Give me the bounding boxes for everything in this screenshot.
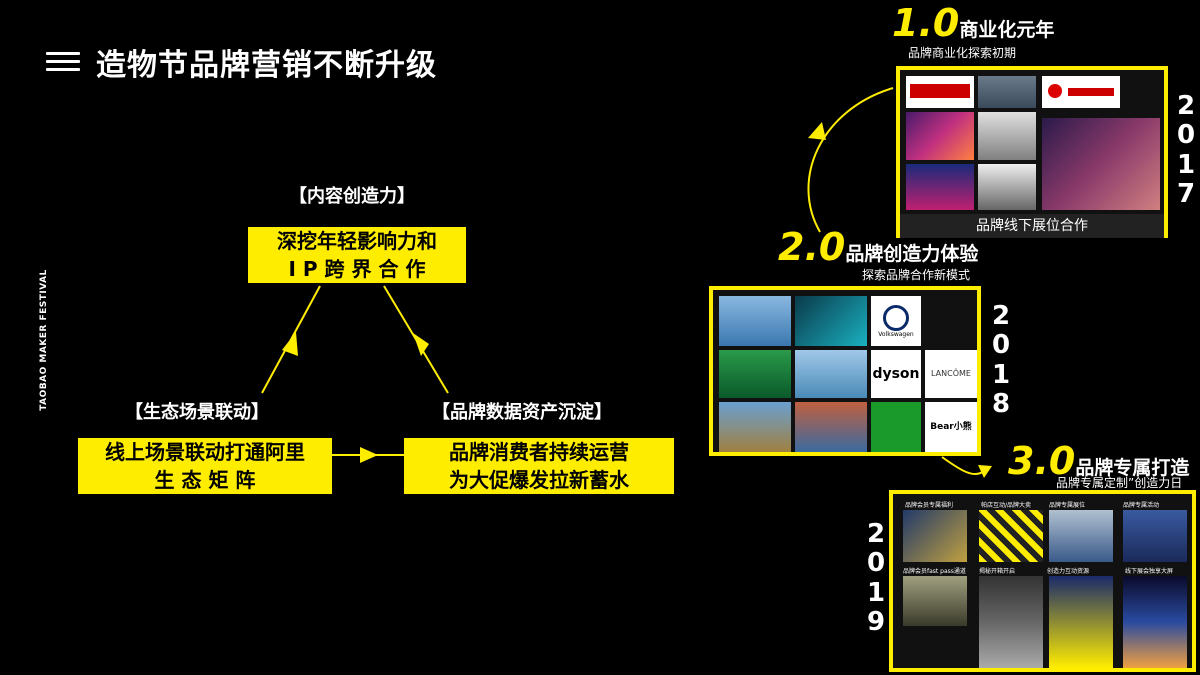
year-2019-digit-1: 2 <box>866 519 886 549</box>
tile-caption-3: 品牌专属展位 <box>1049 502 1086 509</box>
photo-thumb-1 <box>978 76 1036 108</box>
year-2018-digit-4: 8 <box>991 389 1011 420</box>
timeline-arrowhead-1 <box>808 122 826 140</box>
photo-thumb-12 <box>795 402 867 452</box>
photo-thumb-11 <box>719 402 791 452</box>
photo-thumb-8 <box>795 296 867 346</box>
year-2019-digit-3: 1 <box>866 577 886 608</box>
photo-thumb-5 <box>906 164 974 210</box>
era-1-subtitle: 品牌商业化探索初期 <box>908 46 1017 60</box>
era-3-subtitle: 品牌专属定制”创造力日 <box>1056 476 1183 490</box>
year-2019: 2 0 1 9 <box>862 519 890 638</box>
year-2018-digit-2: 0 <box>991 330 1011 361</box>
tile-caption-7: 创造力互动资源 <box>1047 568 1090 575</box>
content-creativity-line1: 深挖年轻影响力和 <box>277 229 437 253</box>
photo-thumb-20 <box>1123 576 1187 668</box>
huawei-thumb <box>1042 76 1120 108</box>
photo-thumb-19 <box>1049 576 1113 668</box>
tile-caption-2: 帕店互动/品牌大卖 <box>981 502 1032 509</box>
era-1-heading: 1.0商业化元年 <box>892 4 1054 42</box>
photo-thumb-2 <box>906 112 974 160</box>
brand-data-line1: 品牌消费者持续运营 <box>449 440 629 464</box>
ecosystem-box: 线上场景联动打通阿里 生 态 矩 阵 <box>78 438 332 494</box>
page-title: 造物节品牌营销不断升级 <box>96 48 437 83</box>
brand-data-line2: 为大促爆发拉新蓄水 <box>449 468 629 492</box>
tile-caption-5: 品牌会员fast pass通道 <box>903 568 966 575</box>
ecosystem-label: 【生态场景联动】 <box>125 402 269 423</box>
era-2-version: 2.0 <box>778 225 846 269</box>
era-1-version: 1.0 <box>892 1 960 45</box>
lancome-thumb: LANCÔME <box>925 350 977 398</box>
tile-caption-1: 品牌会员专属福利 <box>905 502 954 509</box>
tile-caption-8: 线下展会独享大屏 <box>1125 568 1174 575</box>
audi-thumb <box>906 76 974 108</box>
ecosystem-line1: 线上场景联动打通阿里 <box>105 440 305 464</box>
tile-caption-6: 揭秘开箱开启 <box>979 568 1016 575</box>
arrowhead-right-up <box>413 333 429 356</box>
ecosystem-line2: 生 态 矩 阵 <box>154 468 256 492</box>
era-2-name: 品牌创造力体验 <box>845 243 979 265</box>
photo-thumb-18 <box>979 576 1043 668</box>
photo-thumb-4 <box>1042 118 1160 210</box>
timeline-arrowhead-2 <box>978 465 992 478</box>
volkswagen-text: Volkswagen <box>878 330 914 338</box>
year-2018-digit-3: 1 <box>991 359 1011 390</box>
year-2019-digit-2: 0 <box>866 548 886 579</box>
volkswagen-thumb: Volkswagen <box>871 296 921 346</box>
era-2-subtitle: 探索品牌合作新模式 <box>862 268 971 282</box>
year-2017-digit-3: 1 <box>1176 149 1196 180</box>
photo-thumb-9 <box>719 350 791 398</box>
menu-icon[interactable] <box>46 52 80 72</box>
photo-thumb-10 <box>795 350 867 398</box>
era-2-frame: Volkswagen dyson LANCÔME Bear小熊 <box>709 286 981 456</box>
brand-data-box: 品牌消费者持续运营 为大促爆发拉新蓄水 <box>404 438 674 494</box>
timeline-curve-1 <box>807 87 894 233</box>
photo-thumb-15 <box>1049 510 1113 562</box>
year-2017-digit-2: 0 <box>1176 120 1196 151</box>
year-2018: 2 0 1 8 <box>987 301 1015 420</box>
arrowhead-left-up <box>282 332 298 356</box>
era-1-name: 商业化元年 <box>959 19 1055 41</box>
era-3-heading: 3.0品牌专属打造 <box>1008 442 1189 480</box>
bear-thumb: Bear小熊 <box>925 402 977 452</box>
brand-data-label: 【品牌数据资产沉淀】 <box>432 402 612 423</box>
photo-thumb-17 <box>903 576 967 626</box>
photo-thumb-7 <box>719 296 791 346</box>
photo-thumb-3 <box>978 112 1036 160</box>
content-creativity-box: 深挖年轻影响力和 I P 跨 界 合 作 <box>248 227 466 283</box>
content-creativity-label: 【内容创造力】 <box>289 186 415 207</box>
photo-thumb-14 <box>979 510 1043 562</box>
tile-caption-4: 品牌专属活动 <box>1123 502 1160 509</box>
photo-thumb-6 <box>978 164 1036 210</box>
year-2017-digit-4: 7 <box>1176 179 1196 210</box>
photo-thumb-13 <box>903 510 967 562</box>
arrowhead-right <box>360 447 378 463</box>
green-logo-thumb <box>871 402 921 452</box>
year-2019-digit-4: 9 <box>866 607 886 638</box>
year-2018-digit-1: 2 <box>991 301 1011 331</box>
content-creativity-line2: I P 跨 界 合 作 <box>288 257 426 281</box>
era-3-version: 3.0 <box>1008 439 1076 483</box>
era-3-name: 品牌专属打造 <box>1075 457 1190 479</box>
era-1-caption: 品牌线下展位合作 <box>900 214 1164 238</box>
dyson-thumb: dyson <box>871 350 921 398</box>
photo-thumb-16 <box>1123 510 1187 562</box>
year-2017: 2 0 1 7 <box>1172 91 1200 210</box>
year-2017-digit-1: 2 <box>1176 91 1196 121</box>
era-1-frame: 品牌线下展位合作 <box>896 66 1168 238</box>
era-2-heading: 2.0品牌创造力体验 <box>778 228 978 266</box>
era-3-frame: 品牌会员专属福利 帕店互动/品牌大卖 品牌专属展位 品牌专属活动 品牌会员fas… <box>889 490 1196 672</box>
